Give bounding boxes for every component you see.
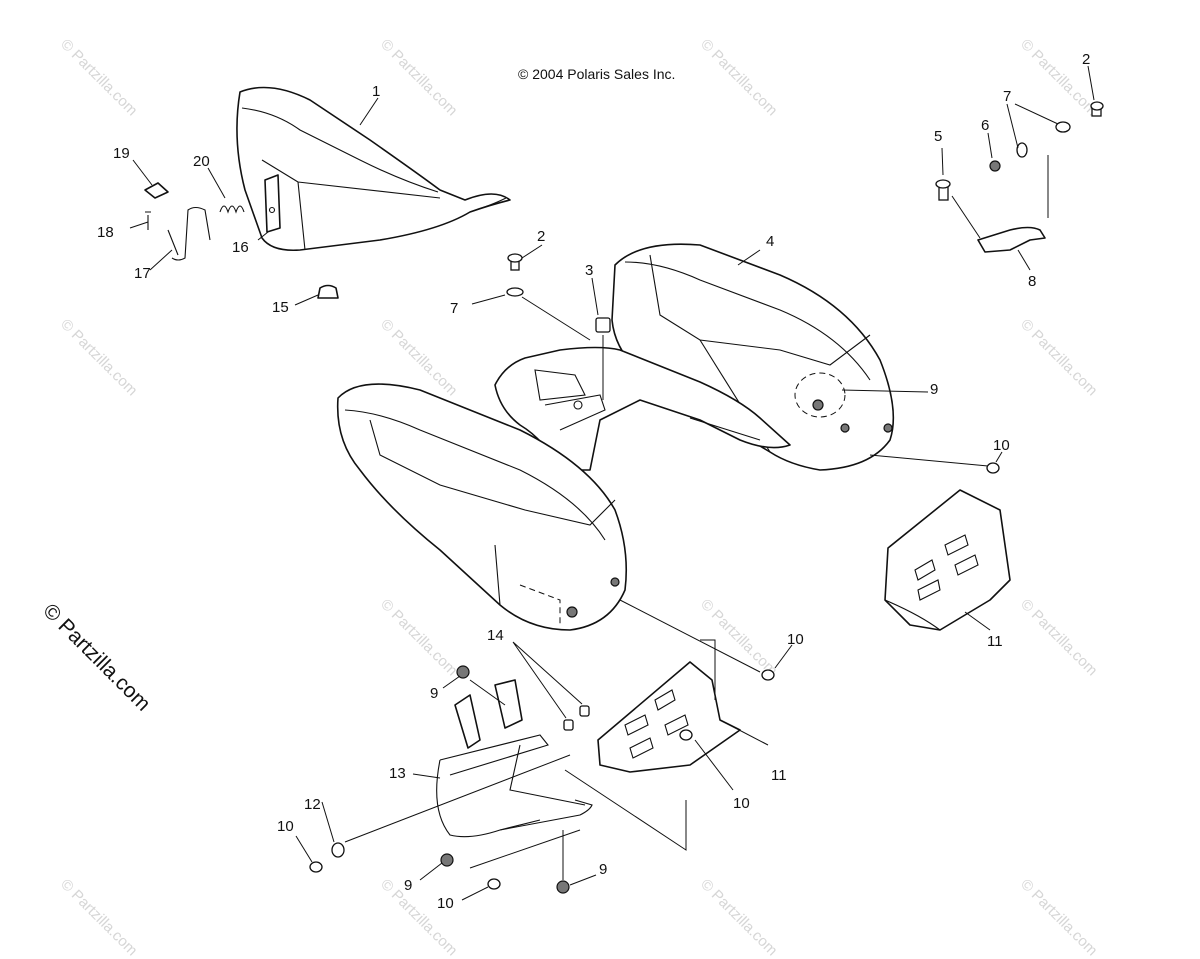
seat-part [236,86,511,252]
callout-9-bottom: 9 [599,861,607,878]
callout-10-lower-left: 10 [277,818,294,835]
watermark-15: © Partzilla.com [1017,876,1100,959]
pin-part [145,211,151,230]
side-watermark: © Partzilla.com [38,599,154,715]
hardware-parts [309,101,1104,894]
callout-10-bottom: 10 [437,895,454,912]
seat-bracket-part [264,174,281,233]
callout-14: 14 [487,627,504,644]
callout-20: 20 [193,153,210,170]
callout-8: 8 [1028,273,1036,290]
bumper-part [317,284,339,299]
callout-1: 1 [372,83,380,100]
watermark-4: © Partzilla.com [1017,36,1100,119]
callout-7-center: 7 [450,300,458,317]
heat-shield-upper-part [884,489,1011,631]
watermark-13: © Partzilla.com [377,876,460,959]
callout-3: 3 [585,262,593,279]
callouts: 1 2 7 5 6 8 19 20 18 17 16 15 2 3 7 4 9 … [97,51,1090,912]
callout-2-center: 2 [537,228,545,245]
callout-15: 15 [272,299,289,316]
callout-16: 16 [232,239,249,256]
watermark-14: © Partzilla.com [697,876,780,959]
watermark-10: © Partzilla.com [697,596,780,679]
watermark-12: © Partzilla.com [57,876,140,959]
support-frame-part [436,679,593,838]
fender-frame-part [494,346,791,471]
callout-6: 6 [981,117,989,134]
watermark-2: © Partzilla.com [377,36,460,119]
callout-10-lower-right: 10 [733,795,750,812]
callout-18: 18 [97,224,114,241]
callout-9-bottom-left: 9 [404,877,412,894]
callout-12: 12 [304,796,321,813]
callout-7-top-right: 7 [1003,88,1011,105]
callout-2-top-right: 2 [1082,51,1090,68]
watermark-1: © Partzilla.com [57,36,140,119]
callout-13: 13 [389,765,406,782]
seat-latch-lever-part [167,206,211,261]
watermark-11: © Partzilla.com [1017,596,1100,679]
latch-plate-part [144,182,169,199]
callout-4: 4 [766,233,774,250]
callout-11-lower: 11 [771,767,787,784]
copyright-text: © 2004 Polaris Sales Inc. [518,66,675,82]
callout-11-right: 11 [987,633,1003,650]
callout-19: 19 [113,145,130,162]
leader-lines [129,65,1095,901]
watermark-9: © Partzilla.com [377,596,460,679]
spring-part [219,205,245,214]
callout-9-right: 9 [930,381,938,398]
heat-shield-lower-part [597,661,741,773]
callout-5: 5 [934,128,942,145]
rear-fender-left-part [336,383,627,631]
watermark-3: © Partzilla.com [697,36,780,119]
watermark-8: © Partzilla.com [1017,316,1100,399]
rear-fender-right-part [611,243,895,471]
callout-10-right: 10 [993,437,1010,454]
callout-9-left: 9 [430,685,438,702]
callout-17: 17 [134,265,151,282]
watermark-5: © Partzilla.com [57,316,140,399]
callout-10-middle: 10 [787,631,804,648]
